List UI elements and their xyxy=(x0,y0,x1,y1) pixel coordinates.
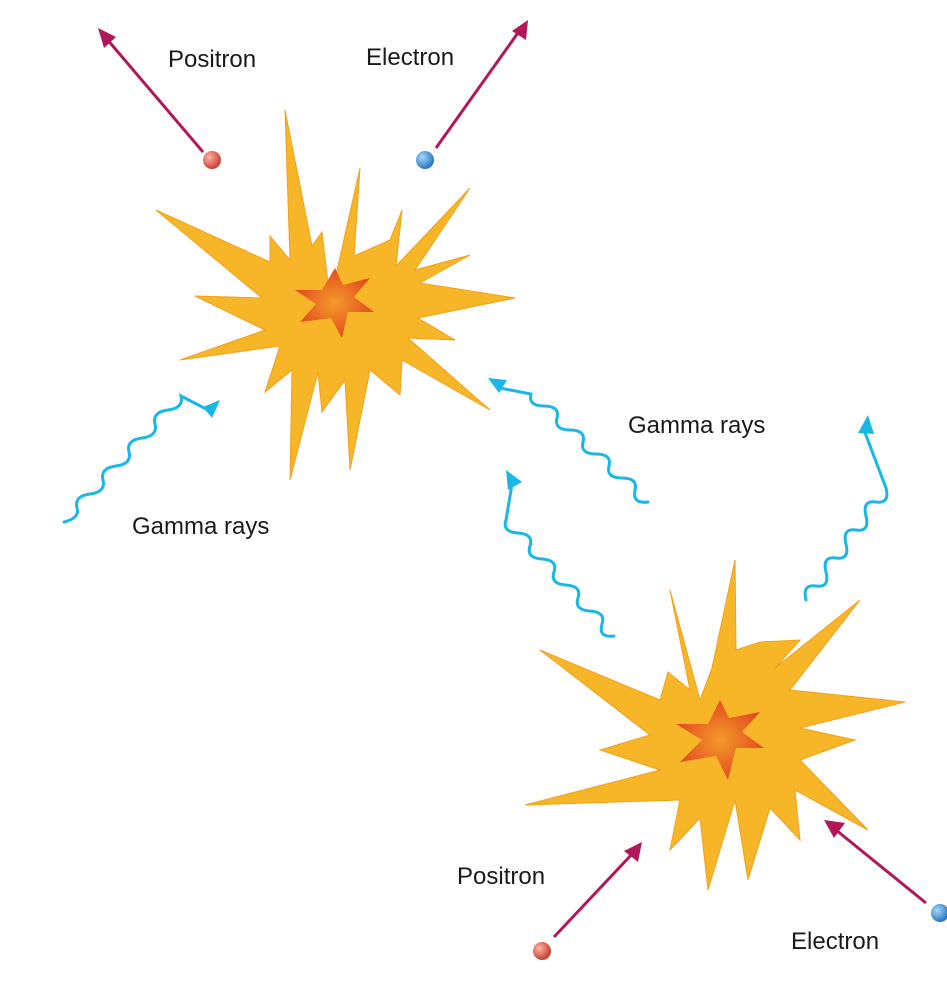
upper-positron-label: Positron xyxy=(168,46,256,73)
lower-positron-arrow xyxy=(554,852,634,937)
lower-gamma-label: Gamma rays xyxy=(628,412,765,439)
upper-gamma-arrowhead-right xyxy=(488,378,507,393)
lower-event: Positron Electron Gamma rays xyxy=(457,412,947,960)
upper-gamma-ray-left xyxy=(64,396,208,522)
lower-positron-label: Positron xyxy=(457,863,545,890)
upper-gamma-arrowhead-left xyxy=(203,400,220,418)
lower-electron-label: Electron xyxy=(791,928,879,955)
lower-gamma-arrowhead-left xyxy=(506,470,522,490)
lower-gamma-arrowhead-right xyxy=(858,415,874,434)
lower-electron-particle xyxy=(931,904,947,922)
upper-electron-particle xyxy=(416,151,434,169)
upper-event: Positron Electron Gamma rays xyxy=(64,20,648,540)
lower-electron-arrow xyxy=(836,830,926,903)
lower-positron-particle xyxy=(533,942,551,960)
upper-positron-particle xyxy=(203,151,221,169)
upper-electron-label: Electron xyxy=(366,44,454,71)
upper-gamma-label: Gamma rays xyxy=(132,513,269,540)
upper-gamma-ray-right xyxy=(500,388,648,502)
lower-gamma-ray-left xyxy=(505,484,614,636)
lower-gamma-ray-right xyxy=(805,430,887,600)
